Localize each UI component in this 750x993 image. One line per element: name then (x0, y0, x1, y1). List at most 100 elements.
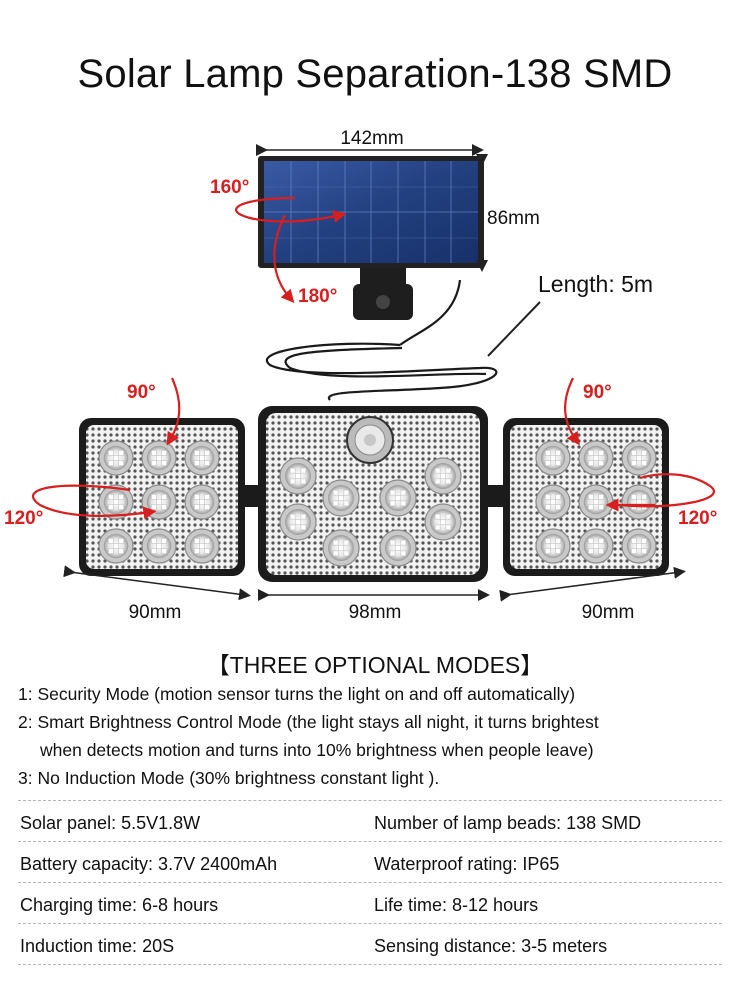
led-chip (641, 494, 647, 500)
panel-horizontal-angle-label: 160° (210, 177, 249, 198)
led-chip (199, 455, 205, 461)
led-chip (338, 495, 344, 501)
led-chip (295, 473, 301, 479)
spec-row: Induction time: 20S Sensing distance: 3-… (18, 923, 722, 965)
led-chip (555, 450, 561, 456)
led-chip (194, 450, 200, 456)
led-chip (343, 500, 350, 507)
led-chip (598, 460, 604, 466)
left-vertical-rotation-icon (166, 377, 181, 446)
left-vertical-angle-label: 90° (127, 382, 156, 403)
panel-width-label: 142mm (340, 128, 403, 149)
led-chip (343, 539, 350, 546)
left-lamp-leds (98, 440, 220, 564)
led-chip (289, 478, 296, 485)
mode-smart-brightness: 2: Smart Brightness Control Mode (the li… (18, 712, 599, 732)
cable-length-pointer (487, 301, 541, 357)
led-chip (389, 500, 396, 507)
led-chip (636, 455, 642, 461)
led-chip (389, 539, 396, 546)
led-chip (118, 504, 124, 510)
led-chip (332, 539, 339, 546)
led-chip (440, 519, 446, 525)
spec-table: Solar panel: 5.5V1.8W Number of lamp bea… (18, 800, 722, 965)
led-chip (204, 494, 210, 500)
led-chip (550, 455, 556, 461)
led-chip (300, 513, 307, 520)
led-chip (631, 494, 637, 500)
led-chip (593, 543, 599, 549)
led-chip (631, 450, 637, 456)
led-chip (156, 455, 162, 461)
panel-vertical-angle-label: 180° (298, 286, 337, 307)
led-chip (555, 504, 561, 510)
led-chip (631, 460, 637, 466)
spec-row: Solar panel: 5.5V1.8W Number of lamp bea… (18, 800, 722, 841)
led-chip (108, 494, 114, 500)
spec-induction-time: Induction time: 20S (20, 936, 175, 956)
led-chip (151, 504, 157, 510)
led-chip (636, 499, 642, 505)
led-chip (588, 494, 594, 500)
led-chip (199, 499, 205, 505)
led-chip (555, 548, 561, 554)
spec-life-time: Life time: 8-12 hours (374, 895, 539, 915)
led-chip (641, 460, 647, 466)
led-chip (555, 460, 561, 466)
led-chip (545, 548, 551, 554)
cable-length-label: Length: 5m (538, 271, 653, 297)
led-chip (445, 467, 452, 474)
led-chip (194, 494, 200, 500)
led-chip (545, 450, 551, 456)
led-chip (300, 524, 307, 531)
led-chip (199, 543, 205, 549)
led-chip (118, 460, 124, 466)
led-chip (588, 538, 594, 544)
mode-no-induction: 3: No Induction Mode (30% brightness con… (18, 768, 440, 788)
right-vertical-rotation-icon (564, 377, 580, 446)
left-horizontal-rotation-icon (32, 484, 157, 520)
panel-height-label: 86mm (487, 208, 540, 229)
led-chip (118, 548, 124, 554)
led-chip (555, 538, 561, 544)
led-chip (289, 513, 296, 520)
product-diagram: 142mm 86mm Length: 5m 90mm 98mm 90mm 160… (4, 128, 717, 623)
led-chip (550, 499, 556, 505)
led-chip (343, 489, 350, 496)
led-chip (434, 513, 441, 520)
led-chip (161, 538, 167, 544)
led-chip (338, 545, 344, 551)
led-chip (300, 478, 307, 485)
led-chip (289, 467, 296, 474)
spec-row: Charging time: 6-8 hours Life time: 8-12… (18, 882, 722, 923)
led-chip (204, 450, 210, 456)
led-chip (588, 450, 594, 456)
led-chip (598, 450, 604, 456)
led-chip (434, 467, 441, 474)
led-chip (289, 524, 296, 531)
modes-heading: 【THREE OPTIONAL MODES】 (206, 652, 544, 678)
led-chip (598, 504, 604, 510)
led-chip (156, 543, 162, 549)
led-chip (108, 450, 114, 456)
rotation-arrows (32, 196, 715, 520)
led-chip (641, 450, 647, 456)
led-chip (161, 460, 167, 466)
led-chip (641, 548, 647, 554)
dimension-lines (63, 144, 686, 602)
led-chip (332, 500, 339, 507)
center-lamp-width-label: 98mm (349, 602, 402, 623)
led-chip (389, 550, 396, 557)
led-chip (113, 499, 119, 505)
led-chip (593, 455, 599, 461)
right-horizontal-rotation-icon (619, 473, 715, 508)
led-chip (108, 548, 114, 554)
led-chip (588, 548, 594, 554)
led-chip (161, 450, 167, 456)
led-chip (631, 548, 637, 554)
led-chip (295, 519, 301, 525)
led-chip (151, 494, 157, 500)
panel-horizontal-rotation-icon (235, 196, 347, 223)
right-lamp-width-label: 90mm (582, 602, 635, 623)
led-chip (332, 489, 339, 496)
